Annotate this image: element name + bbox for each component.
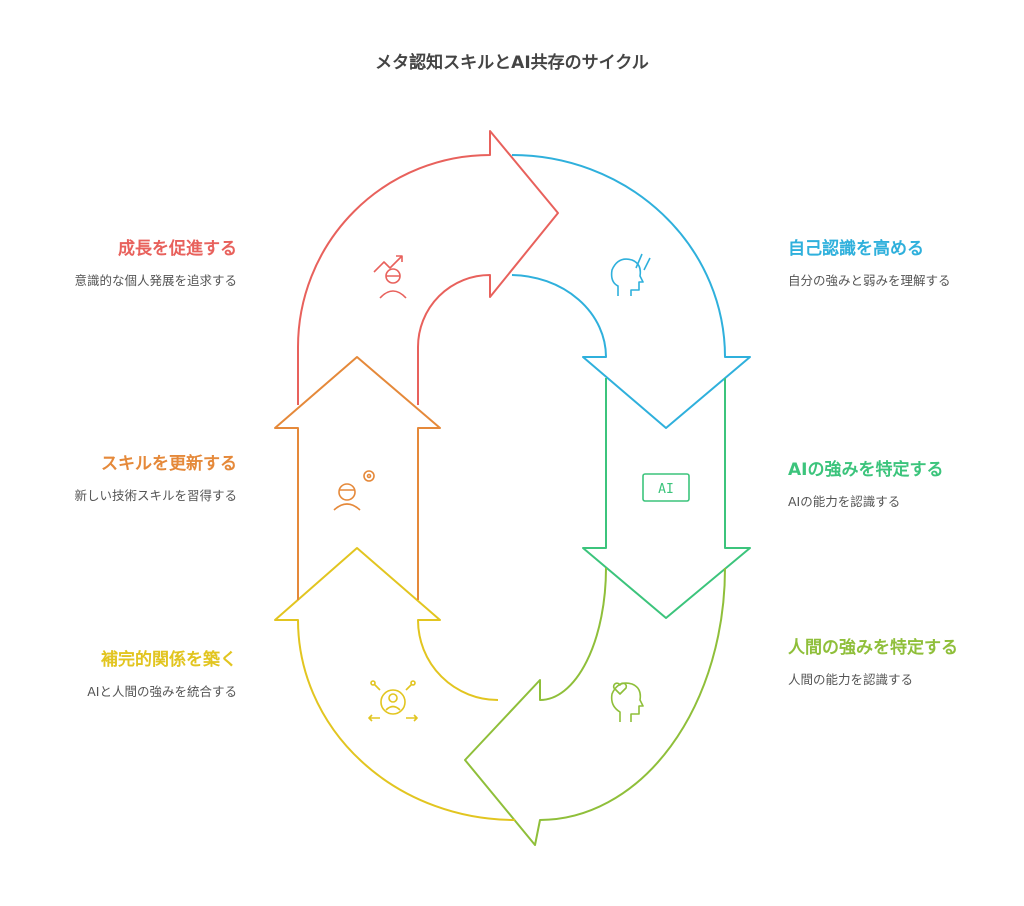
head-hand-icon [610, 253, 651, 296]
arrow-ai-strength [582, 378, 751, 619]
step-title: 補完的関係を築く [101, 650, 237, 670]
step-ai-strength: AIの強みを特定する AIの能力を認識する [788, 459, 988, 510]
step-update-skills: スキルを更新する新しい技術スキルを習得する [37, 453, 237, 504]
step-title: AIの強みを特定する [788, 460, 944, 480]
svg-text:AI: AI [658, 482, 674, 497]
step-desc: AIの能力を認識する [788, 494, 901, 509]
step-desc: 自分の強みと弱みを理解する [788, 273, 951, 288]
step-title: 人間の強みを特定する [788, 638, 958, 658]
ai-chip-icon: AI [642, 473, 690, 502]
arrow-update-skills [274, 356, 441, 600]
arrow-human-strength [464, 567, 726, 846]
step-title: 成長を促進する [118, 239, 237, 259]
step-human-strength: 人間の強みを特定する人間の能力を認識する [788, 637, 968, 688]
arrow-growth [297, 130, 559, 405]
step-title: スキルを更新する [101, 454, 237, 474]
step-complementary: 補完的関係を築く AIと人間の強みを統合する [37, 649, 237, 700]
arrow-self-awareness [511, 154, 751, 429]
step-title: 自己認識を高める [788, 239, 924, 259]
arrow-complementary [274, 547, 516, 821]
step-self-awareness: 自己認識を高める自分の強みと弱みを理解する [788, 238, 988, 289]
step-growth: 成長を促進する意識的な個人発展を追求する [37, 238, 237, 289]
worker-gear-icon [333, 470, 375, 511]
growth-person-icon [373, 255, 407, 299]
heart-head-icon [610, 682, 644, 722]
network-person-icon [368, 680, 418, 722]
step-desc: AIと人間の強みを統合する [87, 684, 237, 699]
diagram-title: メタ認知スキルとAI共存のサイクル [375, 53, 649, 73]
step-desc: 新しい技術スキルを習得する [74, 488, 237, 503]
step-desc: 人間の能力を認識する [788, 672, 914, 687]
step-desc: 意識的な個人発展を追求する [74, 273, 237, 288]
